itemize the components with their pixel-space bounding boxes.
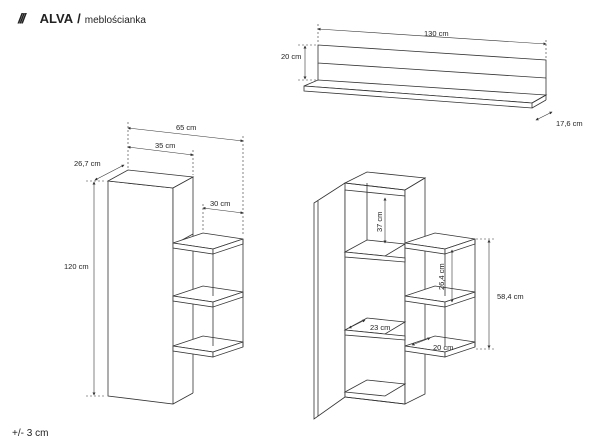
- dim-cabinet-total-width: 65 cm: [176, 123, 196, 132]
- open-cabinet-dimensions: [348, 197, 494, 350]
- product-category: meblościanka: [84, 15, 146, 26]
- dim-side-shelf-depth: 20 cm: [433, 343, 453, 352]
- dim-shelf-width: 130 cm: [424, 29, 449, 38]
- closed-cabinet-dimensions: [86, 122, 244, 397]
- tolerance-note: +/- 3 cm: [12, 428, 49, 439]
- dim-shelf-height: 20 cm: [281, 52, 301, 61]
- dim-upper-compartment: 37 cm: [375, 212, 384, 232]
- dim-inner-shelf-depth: 23 cm: [370, 323, 390, 332]
- dim-shelf-depth: 17,6 cm: [556, 119, 583, 128]
- title-separator: /: [77, 11, 81, 26]
- dim-side-shelf-width: 30 cm: [210, 199, 230, 208]
- brand-logo-mark: ///: [18, 10, 26, 26]
- wall-shelf-dimensions: [298, 24, 553, 121]
- closed-cabinet-drawing: [106, 169, 244, 405]
- dim-cabinet-body-width: 35 cm: [155, 141, 175, 150]
- dim-cabinet-depth: 26,7 cm: [74, 159, 101, 168]
- header: /// ALVA / meblościanka: [18, 10, 146, 30]
- dim-side-unit-height: 58,4 cm: [497, 292, 524, 301]
- product-name: ALVA: [39, 11, 74, 26]
- open-cabinet-drawing: [313, 171, 476, 420]
- dim-cabinet-height: 120 cm: [64, 262, 89, 271]
- wall-shelf-drawing: [303, 44, 548, 109]
- dim-side-shelf-spacing: 26,4 cm: [437, 263, 446, 290]
